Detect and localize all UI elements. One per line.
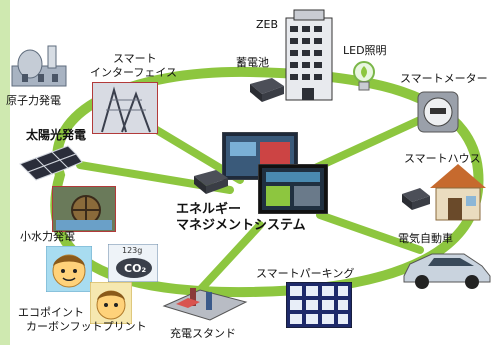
zeb-label: ZEB	[256, 18, 279, 31]
eco-point-label: エコポイント	[18, 306, 84, 319]
ev-label: 電気自動車	[398, 232, 453, 245]
smart-house-icon	[424, 160, 490, 222]
face-icon-2	[89, 281, 133, 325]
carbon-footprint-label: カーボンフットプリント	[26, 320, 147, 333]
smart-interface-label-line2: インターフェイス	[90, 66, 178, 79]
ems-label-line2: マネジメントシステム	[176, 218, 306, 233]
co2-small-label: 123g	[122, 246, 143, 255]
face-icon	[45, 245, 93, 293]
solar-label: 太陽光発電	[26, 128, 87, 142]
electric-car-icon	[398, 246, 494, 290]
smart-meter-label: スマートメーター	[400, 72, 488, 85]
nuclear-label: 原子力発電	[6, 94, 61, 107]
nuclear-plant-icon	[8, 38, 70, 90]
house-battery-icon	[400, 186, 432, 212]
solar-panel-icon	[18, 140, 84, 184]
small-hydro-photo	[51, 185, 117, 233]
ems-monitor-icon	[257, 163, 329, 215]
co2-icon	[107, 243, 159, 283]
storage-battery-icon	[246, 74, 286, 104]
led-bulb-icon	[352, 60, 376, 96]
ems-battery-icon	[190, 166, 230, 196]
smart-interface-photo	[91, 81, 159, 135]
outer-ring-path	[50, 66, 484, 298]
smart-house-label: スマートハウス	[404, 152, 481, 165]
small-hydro-label: 小水力発電	[20, 230, 75, 243]
ems-label-line1: エネルギー	[176, 202, 242, 217]
charging-stand-icon	[160, 276, 250, 326]
smart-parking-label: スマートパーキング	[256, 267, 355, 280]
link-ems-ev	[316, 211, 424, 254]
left-edge-strip	[0, 0, 10, 345]
link-ems-station	[196, 221, 264, 294]
led-label: LED照明	[343, 44, 387, 57]
smart-interface-label-line1: スマート	[113, 52, 157, 65]
co2-badge-label: CO₂	[124, 262, 147, 275]
charging-stand-label: 充電スタンド	[170, 327, 236, 340]
smart-meter-icon	[416, 90, 460, 134]
storage-battery-label: 蓄電池	[236, 56, 269, 69]
smart-parking-icon	[285, 281, 353, 329]
zeb-building-icon	[280, 8, 338, 102]
